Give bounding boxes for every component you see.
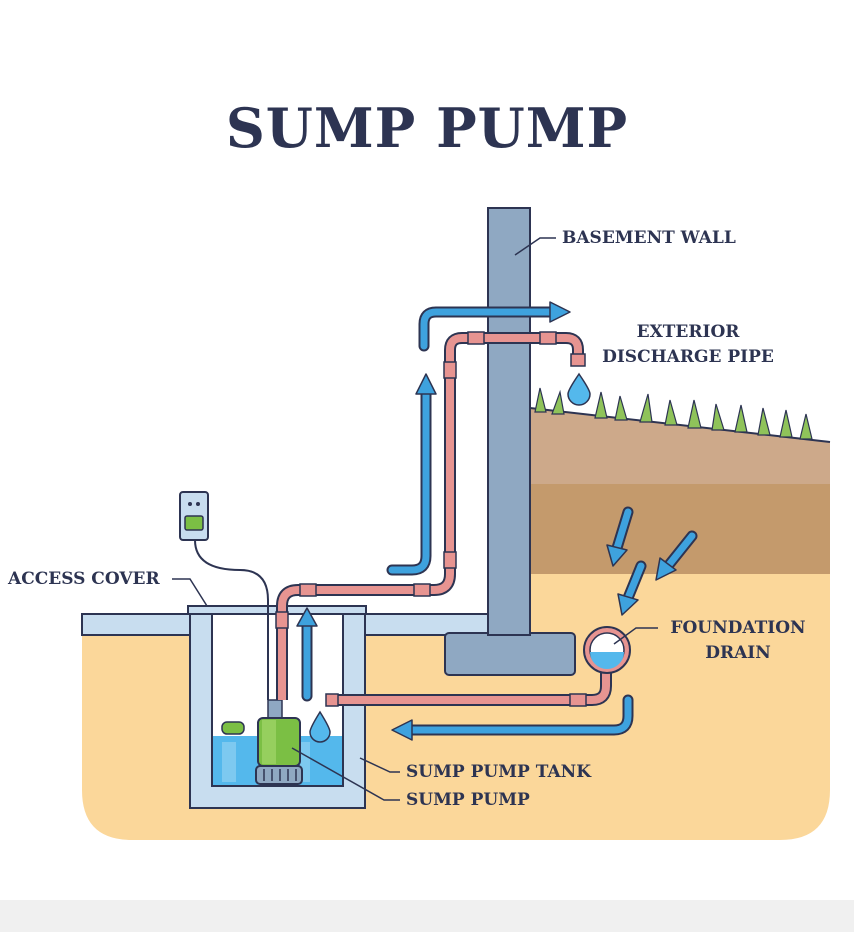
- grass: [534, 387, 813, 440]
- flow-arrow-up-tank: [296, 607, 318, 702]
- foundation-drain: [583, 626, 631, 674]
- label-exterior-discharge-pipe-line2: DISCHARGE PIPE: [602, 347, 774, 367]
- discharge-drop-icon: [567, 372, 591, 406]
- label-basement-wall: BASEMENT WALL: [562, 228, 736, 248]
- label-exterior-discharge-pipe: EXTERIOR DISCHARGE PIPE: [596, 320, 780, 370]
- flow-arrow-seep-1: [606, 506, 634, 567]
- flow-arrow-exterior: [418, 301, 571, 352]
- float-switch: [221, 721, 245, 735]
- sump-pump: [255, 699, 303, 785]
- label-foundation-drain: FOUNDATION DRAIN: [660, 616, 816, 666]
- water-drop-icon: [309, 710, 331, 743]
- soil-layers: [529, 407, 831, 574]
- label-foundation-drain-line2: DRAIN: [705, 643, 771, 663]
- label-access-cover: ACCESS COVER: [8, 569, 160, 589]
- label-sump-pump-tank: SUMP PUMP TANK: [406, 762, 591, 782]
- page-title: SUMP PUMP: [225, 96, 629, 160]
- flow-arrow-riser: [386, 373, 437, 576]
- footer-band: [0, 900, 854, 932]
- leader-lines: [172, 237, 658, 801]
- flow-arrow-seep-3: [617, 560, 647, 616]
- basement-wall: [444, 207, 576, 676]
- discharge-pipe: [275, 331, 586, 700]
- flow-arrow-drain: [391, 694, 634, 741]
- basement-floor: [81, 613, 491, 636]
- label-sump-pump: SUMP PUMP: [406, 790, 530, 810]
- drain-pipe: [325, 670, 612, 707]
- flow-arrow-seep-2: [655, 530, 698, 581]
- flow-arrows: [296, 301, 698, 741]
- sump-pump-diagram: [81, 207, 831, 840]
- label-foundation-drain-line1: FOUNDATION: [670, 618, 806, 638]
- label-exterior-discharge-pipe-line1: EXTERIOR: [636, 322, 740, 342]
- outlet-icon: [179, 491, 209, 541]
- power-cord: [194, 539, 269, 700]
